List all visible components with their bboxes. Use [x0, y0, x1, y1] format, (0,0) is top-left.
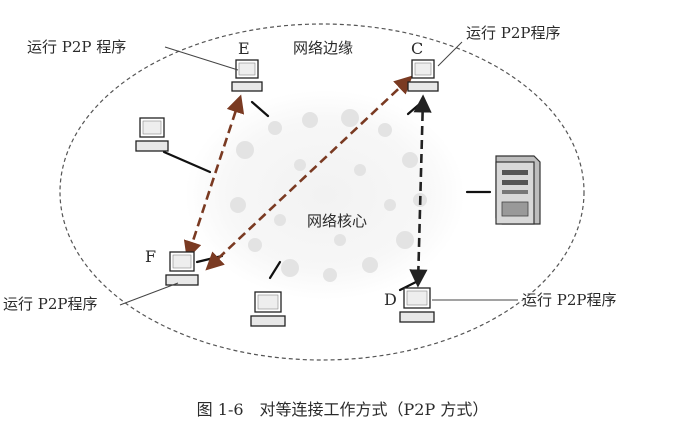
- network-core-label: 网络核心: [307, 212, 367, 230]
- figure-caption: 图 1-6 对等连接工作方式（P2P 方式）: [0, 396, 685, 420]
- server-icon: [496, 156, 540, 224]
- node-f-label: F: [145, 247, 156, 266]
- network-edge-label: 网络边缘: [293, 39, 353, 57]
- p2p-label-e: 运行 P2P 程序: [27, 38, 126, 56]
- computer-c-icon: [408, 60, 438, 91]
- computer-bottom-icon: [251, 292, 285, 326]
- computer-left-icon: [136, 118, 168, 151]
- computer-f-icon: [166, 252, 198, 285]
- p2p-label-d: 运行 P2P程序: [522, 291, 617, 309]
- node-e-label: E: [238, 39, 250, 58]
- computer-e-icon: [232, 60, 262, 91]
- p2p-label-c: 运行 P2P程序: [466, 24, 561, 42]
- node-d-label: D: [384, 290, 397, 309]
- computer-d-icon: [400, 288, 434, 322]
- node-c-label: C: [411, 39, 423, 58]
- p2p-label-f: 运行 P2P程序: [3, 295, 98, 313]
